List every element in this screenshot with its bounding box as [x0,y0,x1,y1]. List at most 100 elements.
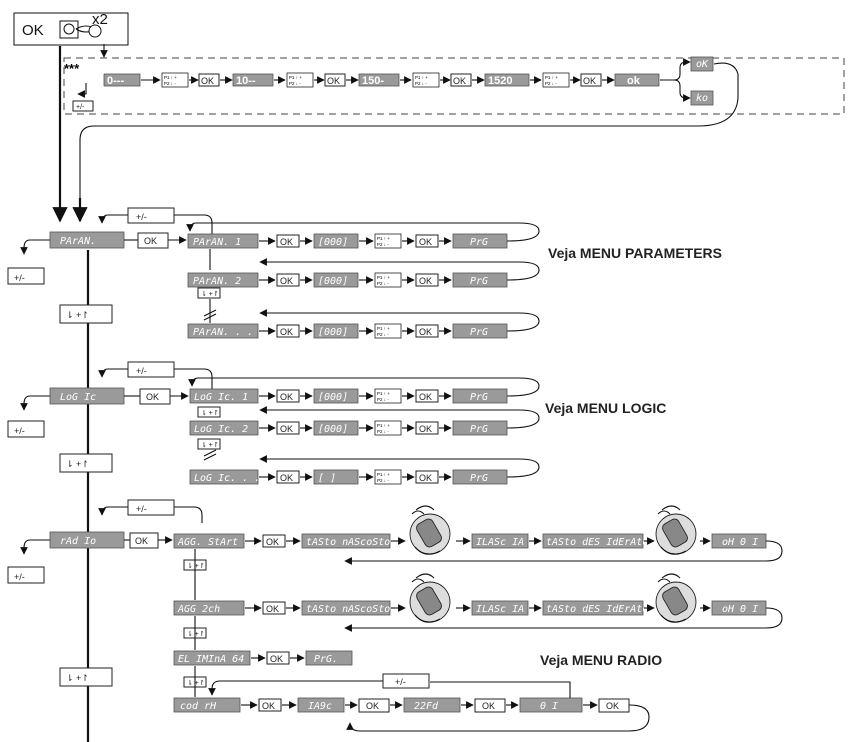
params-rown-ok: OK [280,327,293,337]
params-pm-top: +/- [136,212,147,222]
remote-control-icon [656,574,696,622]
logic-row1-ok2: OK [419,392,432,402]
radio-item-cod-rh: cod rH [180,701,217,712]
radio-row4-ok2: OK [366,701,379,711]
seq-3: 1520 [488,75,512,87]
radio-row4-ok: OK [262,701,275,711]
seq-pm-label: +/- [76,104,85,111]
radio-row4-code3: 0 I [540,701,558,712]
radio-row2-ok: OK [266,604,279,614]
params-small-arrows-1: ⇂ +↾ [201,290,219,298]
params-rows: PArAN. 1 OK [000] OK PrG ⇂ +↾ PArAN. 2 O… [188,223,539,338]
logic-row1-prg: PrG [470,392,488,403]
logic-row1-ok: OK [280,392,293,402]
logic-menu-lcd: LoG Ic [60,392,96,403]
remote-control-icon [410,506,450,554]
params-rown-value: [000] [318,327,348,338]
radio-item-elimina: EL IMInA 64 [178,654,244,665]
start-block: OK x2 [14,11,128,45]
params-updown: ⇂ +↾ [66,310,89,320]
logic-item-2: LoG Ic. 2 [194,424,248,435]
password-sequence: 0--- OK 10-- OK 150- OK 1520 OK ok [104,57,713,105]
logic-rows: LoG Ic. 1 OK [000] OK PrG ⇂ +↾ LoG Ic. 2… [190,378,539,484]
radio-code-pm: +/- [395,677,406,687]
params-heading: Veja MENU PARAMETERS [548,245,722,261]
logic-heading: Veja MENU LOGIC [545,400,666,416]
logic-rown-ok2: OK [419,473,432,483]
radio-item-agg-start: AGG. StArt [177,537,238,548]
radio-row1-release: ILASc IA [476,537,524,548]
radio-menu: +/- rAd Io +/- OK ⇂ +↾ AGG. StArt OK tAS… [8,500,782,731]
seq-ok-2: OK [327,76,340,86]
params-item-1: PArAN. 1 [193,237,241,248]
radio-small-arrows-3: ⇂ +↾ [187,679,205,687]
radio-row4-ok4: OK [606,701,619,711]
seq-0: 0--- [107,75,124,87]
ko-result: ko [696,93,708,104]
logic-row1-value: [000] [318,392,348,403]
radio-heading: Veja MENU RADIO [540,652,662,668]
params-row1-prg: PrG [470,237,488,248]
seq-2: 150- [362,75,384,87]
logic-pm-top: +/- [136,366,147,376]
remote-control-icon [410,574,450,622]
logic-menu: +/- LoG Ic +/- OK ⇂ +↾ LoG Ic. 1 OK [000… [8,362,666,484]
logic-pm-left: +/- [14,426,25,436]
radio-row2-desired: tASto dES IdErAto [546,604,648,615]
ok-result: oK [696,59,709,70]
radio-row3-ok: OK [270,654,283,664]
logic-rown-ok: OK [280,473,293,483]
radio-row3-prg: PrG. [314,654,338,665]
radio-pm-left: +/- [14,572,25,582]
remote-control-icon [656,506,696,554]
seq-1: 10-- [236,75,256,87]
params-item-2: PArAN. 2 [193,276,241,287]
params-item-n: PArAN. . . . . [193,327,277,338]
radio-small-arrows-2: ⇂ +↾ [187,630,205,638]
params-menu: +/- PArAN. +/- OK ⇂ +↾ PArAN. 1 OK [000]… [8,208,722,338]
seq-ok-result: ok [627,75,641,87]
radio-small-arrows-1: ⇂ +↾ [187,562,205,570]
params-row2-prg: PrG [470,276,488,287]
stars-label: *** [64,61,80,76]
logic-rown-value: [ ] [318,473,336,484]
params-ok: OK [144,236,157,246]
radio-updown: ⇂ +↾ [66,673,89,683]
params-row2-value: [000] [318,276,348,287]
radio-row4-code: IA9c [308,701,332,712]
logic-row2-ok: OK [280,424,293,434]
params-menu-lcd: PArAN. [60,236,96,247]
radio-row2-ok01: oH 0 I [722,604,758,615]
seq-ok-1: OK [201,76,214,86]
params-row1-value: [000] [318,237,348,248]
ok-label: OK [22,22,44,39]
radio-row1-ok: OK [266,537,279,547]
logic-ok: OK [146,392,159,402]
radio-row1-hidden: tASto nAScoSto [306,537,390,548]
logic-row2-value: [000] [318,424,348,435]
radio-menu-lcd: rAd Io [60,536,96,547]
radio-item-agg-2ch: AGG 2ch [177,604,220,615]
logic-small-arrows-1: ⇂ +↾ [201,409,219,417]
logic-rown-prg: PrG [470,473,488,484]
logic-item-n: LoG Ic. . . . . [194,473,284,484]
logic-item-1: LoG Ic. 1 [194,392,248,403]
params-row2-ok: OK [280,276,293,286]
logic-small-arrows-2: ⇂ +↾ [201,441,219,449]
params-pm-left: +/- [14,273,25,283]
x2-label: x2 [92,11,108,28]
radio-ok: OK [135,536,148,546]
radio-row1-desired: tASto dES IdErAto [546,537,648,548]
radio-row1-ok01: oH 0 I [722,537,758,548]
logic-row2-ok2: OK [419,424,432,434]
seq-ok-4: OK [583,76,596,86]
logic-row2-prg: PrG [470,424,488,435]
radio-row4-code2: 22Fd [414,701,439,712]
radio-row2-hidden: tASto nAScoSto [306,604,390,615]
params-row1-ok2: OK [419,237,432,247]
logic-updown: ⇂ +↾ [66,459,89,469]
params-row2-ok2: OK [419,276,432,286]
params-row1-ok: OK [280,237,293,247]
radio-row4-ok3: OK [482,701,495,711]
radio-row2-release: ILASc IA [476,604,524,615]
